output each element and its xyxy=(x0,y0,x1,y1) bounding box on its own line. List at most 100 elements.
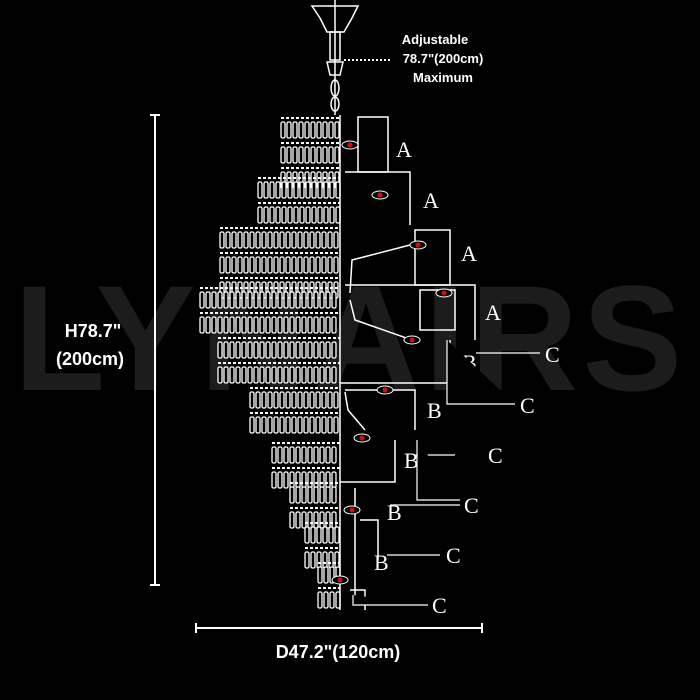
crystal-prism xyxy=(269,206,275,224)
crystal-prism xyxy=(313,511,319,529)
crystal-prism xyxy=(327,391,333,409)
crystal-prism xyxy=(297,231,303,249)
crystal-prism xyxy=(295,341,301,359)
crystal-prism xyxy=(301,471,307,489)
crystal-prism xyxy=(255,416,261,434)
frame-arms xyxy=(339,115,476,610)
crystal-prism xyxy=(317,206,323,224)
crystal-prism xyxy=(263,181,269,199)
crystal-prism xyxy=(257,206,263,224)
crystal-prism xyxy=(310,551,316,569)
crystal-prism xyxy=(317,181,323,199)
crystal-prism xyxy=(307,366,313,384)
crystal-prism xyxy=(285,256,291,274)
crystal-prism xyxy=(295,366,301,384)
crystal-prism xyxy=(317,591,323,609)
crystal-prism xyxy=(325,366,331,384)
crystal-prism xyxy=(280,146,286,164)
crystal-prism xyxy=(277,366,283,384)
crystal-prism xyxy=(322,146,328,164)
crystal-prism xyxy=(313,291,319,309)
crystal-prism xyxy=(219,256,225,274)
crystal-prism xyxy=(247,291,253,309)
crystal-prism xyxy=(235,316,241,334)
crystal-prism xyxy=(237,231,243,249)
crystal-prism xyxy=(333,256,339,274)
crystal-prism xyxy=(321,416,327,434)
label-a: A xyxy=(396,137,412,162)
crystal-prism xyxy=(293,206,299,224)
crystal-prism xyxy=(325,446,331,464)
crystal-prism xyxy=(322,526,328,544)
crystal-prism xyxy=(265,316,271,334)
crystal-prism xyxy=(277,316,283,334)
crystal-prism xyxy=(279,256,285,274)
crystal-prism xyxy=(275,206,281,224)
crystal-prism xyxy=(307,471,313,489)
crystal-prism xyxy=(271,316,277,334)
crystal-prism xyxy=(223,341,229,359)
crystal-tier xyxy=(249,387,340,434)
bulb-flame xyxy=(441,290,447,296)
crystal-prism xyxy=(322,121,328,139)
crystal-prism xyxy=(313,341,319,359)
label-leader-lines xyxy=(352,340,540,606)
crystal-prism xyxy=(257,181,263,199)
crystal-prism xyxy=(289,341,295,359)
crystal-prism xyxy=(255,231,261,249)
crystal-prism xyxy=(321,231,327,249)
crystal-prism xyxy=(291,391,297,409)
crystal-prism xyxy=(211,291,217,309)
crystal-prism xyxy=(301,446,307,464)
bulb-flame xyxy=(377,192,383,198)
bulb-flame xyxy=(409,337,415,343)
crystal-prism xyxy=(273,416,279,434)
crystal-prism xyxy=(235,291,241,309)
crystal-prism xyxy=(241,316,247,334)
crystal-prism xyxy=(283,291,289,309)
crystal-prism xyxy=(322,551,328,569)
crystal-prism xyxy=(328,121,334,139)
candle-bulbs xyxy=(331,140,453,585)
crystal-prism xyxy=(303,231,309,249)
crystal-prism xyxy=(249,256,255,274)
crystal-prism xyxy=(261,391,267,409)
crystal-prism xyxy=(279,416,285,434)
label-a: A xyxy=(423,188,439,213)
crystal-prism xyxy=(297,391,303,409)
crystal-prism xyxy=(267,256,273,274)
crystal-prism xyxy=(275,181,281,199)
crystal-prism xyxy=(253,316,259,334)
crystal-prism xyxy=(323,181,329,199)
crystal-prism xyxy=(295,471,301,489)
crystal-prism xyxy=(223,291,229,309)
crystal-prism xyxy=(273,391,279,409)
crystal-prism xyxy=(319,486,325,504)
crystal-prism xyxy=(331,446,337,464)
crystal-prism xyxy=(331,316,337,334)
crystal-prism xyxy=(259,291,265,309)
label-c: C xyxy=(464,493,479,518)
crystal-prism xyxy=(319,316,325,334)
crystal-prism xyxy=(313,366,319,384)
crystal-prism xyxy=(316,121,322,139)
crystal-prism xyxy=(311,181,317,199)
crystal-prism xyxy=(279,391,285,409)
crystal-prism xyxy=(263,206,269,224)
crystal-prism xyxy=(271,446,277,464)
crystal-prism xyxy=(301,511,307,529)
crystal-prism xyxy=(319,471,325,489)
canopy-and-chain xyxy=(310,0,360,115)
crystal-prism xyxy=(255,256,261,274)
crystal-prism xyxy=(313,446,319,464)
crystal-prism xyxy=(229,366,235,384)
label-b: B xyxy=(374,550,389,575)
crystal-prism xyxy=(334,551,340,569)
crystal-prism xyxy=(315,231,321,249)
crystal-prism xyxy=(304,526,310,544)
crystal-prism xyxy=(253,291,259,309)
crystal-prism xyxy=(253,341,259,359)
crystal-prism xyxy=(267,391,273,409)
crystal-prism xyxy=(235,341,241,359)
